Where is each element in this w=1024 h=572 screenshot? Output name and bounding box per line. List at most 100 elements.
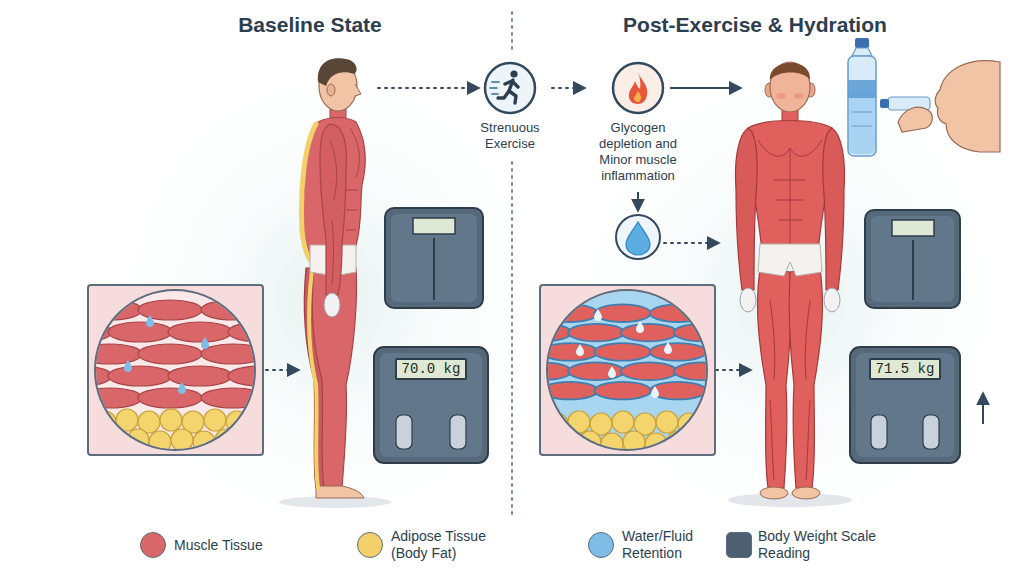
legend-swatch — [357, 532, 383, 558]
step-label: Glycogen depletion and Minor muscle infl… — [586, 120, 690, 183]
water-bottle — [852, 48, 872, 56]
flow-arrow — [378, 87, 478, 89]
flow-arrow — [670, 87, 740, 89]
flame-icon — [613, 63, 663, 113]
tissue-inset — [515, 285, 730, 455]
scale-body — [374, 347, 488, 463]
legend-label: Adipose Tissue (Body Fat) — [391, 528, 521, 562]
baseline-figure — [355, 84, 361, 96]
tissue-inset — [608, 366, 616, 378]
exercise-icon — [510, 70, 517, 77]
legend-label: Water/Fluid Retention — [622, 528, 722, 562]
exercise-icon — [492, 93, 498, 95]
exercise-icon — [483, 61, 537, 115]
scale-body — [856, 353, 954, 457]
post-exercise-figure — [736, 128, 758, 290]
section-heading: Post-Exercise & Hydration — [623, 13, 887, 37]
scale-body — [380, 353, 482, 457]
legend-swatch — [588, 532, 614, 558]
post-exercise-figure — [728, 493, 852, 507]
baseline-figure — [318, 58, 357, 86]
post-exercise-figure — [770, 63, 810, 80]
baseline-figure — [312, 268, 356, 488]
legend-swatch — [140, 532, 166, 558]
scale-icon — [871, 216, 954, 302]
exercise-icon — [490, 87, 497, 89]
tissue-inset — [594, 309, 602, 321]
scale-icon — [865, 210, 960, 308]
flow-arrow — [266, 369, 298, 371]
scale-icon — [413, 218, 455, 234]
scale-body — [871, 415, 887, 449]
exercise-icon — [498, 80, 518, 103]
flow-arrow — [716, 369, 750, 371]
baseline-figure — [302, 124, 316, 262]
scale-icon — [912, 240, 914, 300]
post-exercise-figure — [760, 487, 788, 499]
post-exercise-figure — [770, 300, 810, 480]
exercise-icon — [505, 81, 518, 87]
step-label: Strenuous Exercise — [470, 120, 550, 152]
flame-icon — [611, 61, 665, 115]
section-heading: Baseline State — [238, 13, 382, 37]
flow-arrow — [664, 242, 718, 244]
post-exercise-figure — [823, 128, 845, 290]
water-bottle — [849, 90, 875, 154]
icon-circle — [611, 61, 665, 115]
drinking-person — [880, 99, 889, 108]
flow-connector — [552, 87, 584, 89]
flow-arrow — [982, 394, 984, 424]
exercise-icon — [485, 63, 535, 113]
post-exercise-figure — [744, 121, 836, 251]
exercise-icon — [490, 82, 499, 94]
baseline-figure — [316, 486, 364, 498]
water-bottle — [855, 38, 869, 48]
scale-reading-text: 70.0 kg — [395, 358, 468, 380]
scale-icon — [433, 238, 435, 300]
tissue-inset — [547, 290, 707, 450]
exercise-icon — [498, 91, 509, 98]
flame-icon — [629, 72, 647, 104]
tissue-inset — [576, 344, 584, 356]
exercise-step: Strenuous Exercise — [470, 61, 550, 152]
tissue-inset — [94, 409, 259, 453]
drinking-person — [935, 61, 1000, 152]
tissue-inset — [546, 411, 711, 455]
scale-icon — [385, 208, 483, 308]
scale-body — [396, 415, 412, 449]
legend-swatch — [726, 532, 752, 558]
tissue-inset — [48, 300, 292, 408]
scale-body — [923, 415, 939, 449]
flow-arrow — [637, 192, 639, 210]
tissue-inset — [48, 285, 292, 455]
divider-line — [511, 12, 513, 54]
divider-line — [511, 162, 513, 515]
water-bottle — [848, 80, 876, 98]
scale-display: 70.0 kg — [372, 358, 490, 380]
scale-display: 71.5 kg — [848, 358, 962, 380]
water-drop-icon — [616, 215, 660, 259]
post-exercise-figure — [740, 288, 756, 312]
scale-icon — [892, 220, 934, 236]
tissue-inset — [95, 290, 255, 450]
glycogen-step: Glycogen depletion and Minor muscle infl… — [586, 61, 690, 183]
tissue-inset — [651, 386, 659, 398]
scale-icon — [391, 214, 477, 302]
post-exercise-figure — [758, 140, 822, 245]
water-bottle — [852, 112, 872, 126]
water-bottle — [848, 38, 876, 156]
drinking-person — [880, 61, 1000, 152]
scale-body — [850, 347, 960, 463]
tissue-inset — [124, 360, 132, 372]
tissue-inset — [146, 315, 154, 327]
legend-label: Muscle Tissue — [174, 537, 304, 554]
scale-body — [450, 415, 466, 449]
exercise-icon — [509, 91, 516, 103]
baseline-figure — [320, 124, 346, 295]
tissue-inset — [664, 342, 672, 354]
tissue-inset — [201, 337, 209, 349]
scale-reading: 71.5 kg — [848, 345, 962, 465]
post-exercise-figure — [794, 93, 804, 99]
legend-label: Body Weight Scale Reading — [758, 528, 878, 562]
